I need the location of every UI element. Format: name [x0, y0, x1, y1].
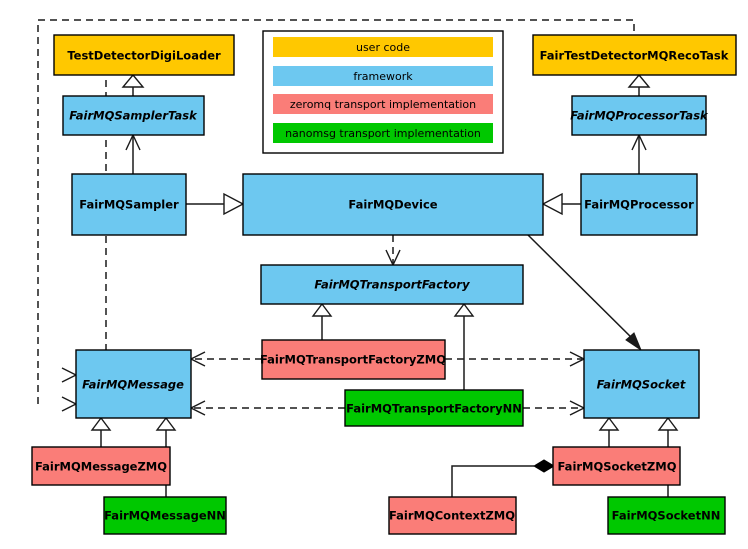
node-label-fairmqsocket: FairMQSocket	[597, 378, 686, 392]
node-fairmqsocketzmq[interactable]: FairMQSocketZMQ	[552, 446, 681, 486]
node-label-fairmqprocessortask: FairMQProcessorTask	[570, 109, 709, 123]
node-fairmqtransportfactorynn[interactable]: FairMQTransportFactoryNN	[344, 389, 524, 427]
node-testdetectordigiloader[interactable]: TestDetectorDigiLoader	[53, 34, 235, 76]
node-box	[75, 349, 192, 419]
node-fairmqdevice[interactable]: FairMQDevice	[242, 173, 544, 236]
node-box	[103, 496, 227, 535]
edge-sampler-to-samplertask	[125, 133, 141, 174]
node-fairmqsampler[interactable]: FairMQSampler	[71, 173, 187, 236]
legend-swatch-user-code	[273, 37, 493, 57]
node-fairmqsocket[interactable]: FairMQSocket	[583, 349, 700, 419]
node-box	[71, 173, 187, 236]
legend-item-nanomsg: nanomsg transport implementation	[273, 123, 493, 143]
node-box	[31, 446, 171, 486]
legend-label-nanomsg: nanomsg transport implementation	[285, 127, 481, 140]
edge-factoryzmq-to-socket	[445, 351, 586, 367]
edge-contextzmq-to-socketzmq	[451, 459, 555, 497]
node-label-fairmqsamplertask: FairMQSamplerTask	[69, 109, 198, 123]
node-fairmqtransportfactory[interactable]: FairMQTransportFactory	[260, 264, 524, 305]
node-box	[261, 339, 446, 380]
node-box	[552, 446, 681, 486]
edge-factorynn-to-socket	[523, 400, 586, 416]
node-box	[62, 95, 205, 136]
legend: user code framework zeromq transport imp…	[262, 30, 504, 154]
legend-item-zeromq: zeromq transport implementation	[273, 94, 493, 114]
node-box	[260, 264, 524, 305]
node-box	[344, 389, 524, 427]
legend-item-framework: framework	[273, 66, 493, 86]
node-box	[388, 496, 517, 535]
edge-messagezmq-to-message	[90, 416, 112, 447]
edge-processor-to-device	[541, 192, 581, 216]
node-box	[583, 349, 700, 419]
edge-device-to-transportfactory	[385, 235, 401, 267]
node-fairmqtransportfactoryzmq[interactable]: FairMQTransportFactoryZMQ	[260, 339, 446, 380]
node-label-fairmqprocessor: FairMQProcessor	[584, 198, 694, 212]
edge-socketzmq-to-socket	[598, 416, 620, 447]
node-fairmqsamplertask[interactable]: FairMQSamplerTask	[62, 95, 205, 136]
node-label-fairmqmessagezmq: FairMQMessageZMQ	[35, 460, 167, 474]
legend-label-framework: framework	[353, 70, 413, 83]
node-label-fairmqtransportfactorynn: FairMQTransportFactoryNN	[346, 402, 522, 416]
edge-processor-to-processortask	[631, 133, 647, 174]
node-fairtestdetectormqrecotask[interactable]: FairTestDetectorMQRecoTask	[532, 34, 737, 76]
node-label-fairmqtransportfactory: FairMQTransportFactory	[314, 278, 470, 292]
edge-samplertask-to-digiloader	[121, 73, 145, 96]
node-box	[607, 496, 726, 535]
edge-factorynn-to-message	[189, 400, 345, 416]
edge-factoryzmq-to-factory	[311, 302, 333, 340]
node-fairmqmessagezmq[interactable]: FairMQMessageZMQ	[31, 446, 171, 486]
node-fairmqprocessortask[interactable]: FairMQProcessorTask	[570, 95, 709, 136]
node-fairmqcontextzmq[interactable]: FairMQContextZMQ	[388, 496, 517, 535]
node-label-fairmqsocketnn: FairMQSocketNN	[612, 509, 721, 523]
edge-sampler-to-device	[186, 192, 245, 216]
node-label-fairmqmessagenn: FairMQMessageNN	[104, 509, 226, 523]
node-label-fairmqsocketzmq: FairMQSocketZMQ	[558, 460, 677, 474]
legend-item-user-code: user code	[273, 37, 493, 57]
legend-swatch-nanomsg	[273, 123, 493, 143]
node-fairmqmessagenn[interactable]: FairMQMessageNN	[103, 496, 227, 535]
node-label-fairmqmessage: FairMQMessage	[82, 378, 184, 392]
edge-factorynn-to-factory	[453, 302, 475, 390]
node-label-fairmqsampler: FairMQSampler	[79, 198, 179, 212]
node-fairmqprocessor[interactable]: FairMQProcessor	[580, 173, 698, 236]
node-label-fairtestdetectormqrecotask: FairTestDetectorMQRecoTask	[540, 49, 729, 63]
edge-device-to-socket	[527, 234, 643, 352]
edge-factoryzmq-to-message	[189, 351, 262, 367]
legend-swatch-zeromq	[273, 94, 493, 114]
node-label-fairmqdevice: FairMQDevice	[348, 198, 437, 212]
edge-processortask-to-recotask	[627, 73, 651, 96]
node-label-fairmqtransportfactoryzmq: FairMQTransportFactoryZMQ	[260, 353, 446, 367]
node-fairmqsocketnn[interactable]: FairMQSocketNN	[607, 496, 726, 535]
node-box	[53, 34, 235, 76]
node-box	[580, 173, 698, 236]
legend-swatch-framework	[273, 66, 493, 86]
node-box	[571, 95, 707, 136]
node-label-fairmqcontextzmq: FairMQContextZMQ	[389, 509, 515, 523]
legend-label-user-code: user code	[356, 41, 410, 54]
node-fairmqmessage[interactable]: FairMQMessage	[75, 349, 192, 419]
node-box	[532, 34, 737, 76]
legend-label-zeromq: zeromq transport implementation	[290, 98, 476, 111]
node-label-testdetectordigiloader: TestDetectorDigiLoader	[67, 49, 221, 63]
node-box	[242, 173, 544, 236]
